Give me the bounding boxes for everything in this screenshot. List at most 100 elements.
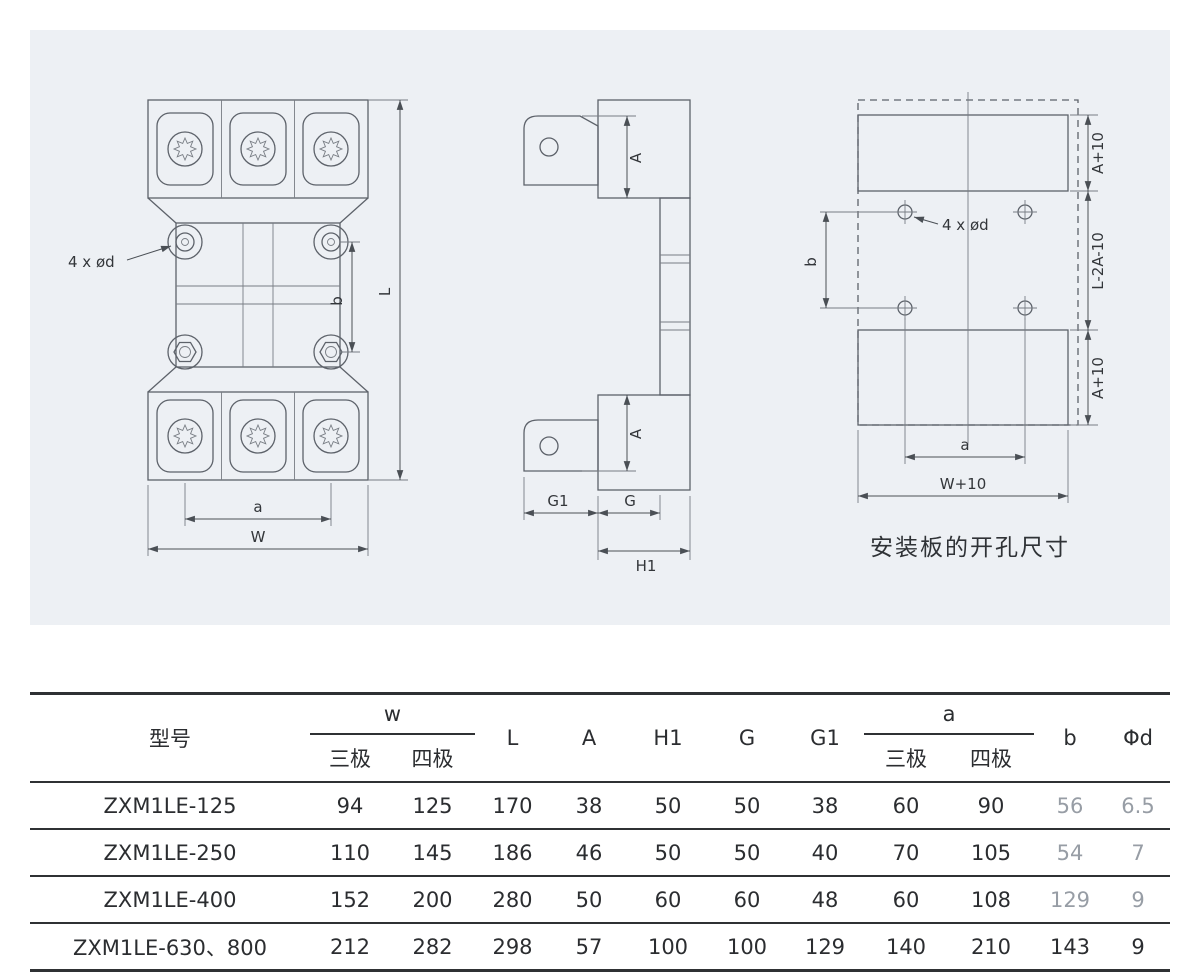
mount-dimensions: 4 x ød b A+10 L-2A-10 A+10 a [802,114,1107,503]
col-header-a-4pole: 四极 [948,734,1034,783]
front-view: 4 x ød b L a W [68,99,408,556]
front-dimensions: 4 x ød b L a W [68,99,408,556]
table-row: ZXM1LE-125 94 125 170 38 50 50 38 60 90 … [30,782,1170,830]
H1-cell: 50 [628,829,708,877]
L-cell: 298 [475,923,550,972]
front-top-terminal-block [147,99,369,199]
b-cell: 56 [1034,782,1106,830]
a-3pole-cell: 140 [864,923,948,972]
H1-cell: 60 [628,876,708,924]
H1-cell: 50 [628,782,708,830]
side-dimensions: A A G1 G H1 [523,115,691,575]
terminal-screw-icon [302,112,360,186]
mount-view: 4 x ød b A+10 L-2A-10 A+10 a [802,92,1107,561]
w-3pole-cell: 110 [310,829,390,877]
G1-cell: 48 [786,876,864,924]
side-dim-H1-label: H1 [636,557,657,575]
w-4pole-cell: 125 [390,782,475,830]
col-header-G: G [708,692,786,783]
col-header-A: A [550,692,628,783]
side-dim-A-bottom-label: A [627,428,645,439]
front-bottom-terminal-block [147,391,369,481]
terminal-screw-icon [229,112,287,186]
a-3pole-cell: 70 [864,829,948,877]
col-header-model: 型号 [30,692,310,783]
L-cell: 280 [475,876,550,924]
w-4pole-cell: 145 [390,829,475,877]
col-header-L: L [475,692,550,783]
front-dim-a-label: a [253,498,262,516]
hex-screw-icon [173,341,197,363]
A-cell: 50 [550,876,628,924]
A-cell: 46 [550,829,628,877]
mount-dim-L2A10-label: L-2A-10 [1089,232,1107,289]
col-header-w-3pole: 三极 [310,734,390,783]
phid-cell: 7 [1106,829,1170,877]
side-dim-G1-label: G1 [547,492,568,510]
mount-hole-count-label: 4 x ød [942,216,989,234]
spec-table-body: ZXM1LE-125 94 125 170 38 50 50 38 60 90 … [30,782,1170,972]
col-header-H1: H1 [628,692,708,783]
A-cell: 57 [550,923,628,972]
a-4pole-cell: 105 [948,829,1034,877]
w-3pole-cell: 94 [310,782,390,830]
col-header-w: w [310,692,475,735]
drawing-panel: 4 x ød b L a W [30,30,1170,625]
drill-hole-icon [892,295,918,321]
front-dim-W-label: W [251,528,266,546]
model-cell: ZXM1LE-125 [30,782,310,830]
phid-cell: 6.5 [1106,782,1170,830]
mount-outline [857,92,1079,445]
G1-cell: 40 [786,829,864,877]
G-cell: 50 [708,829,786,877]
table-row: ZXM1LE-400 152 200 280 50 60 60 48 60 10… [30,876,1170,924]
L-cell: 170 [475,782,550,830]
a-4pole-cell: 90 [948,782,1034,830]
model-cell: ZXM1LE-400 [30,876,310,924]
a-4pole-cell: 108 [948,876,1034,924]
col-header-a-3pole: 三极 [864,734,948,783]
front-body [147,197,369,393]
mount-dim-A10-bottom-label: A+10 [1089,357,1107,399]
b-cell: 54 [1034,829,1106,877]
side-dim-A-top-label: A [627,152,645,163]
w-3pole-cell: 212 [310,923,390,972]
front-dim-L-label: L [376,287,394,296]
mount-dim-b-label: b [802,257,820,267]
mount-view-caption: 安装板的开孔尺寸 [870,535,1070,561]
table-row: ZXM1LE-630、800 212 282 298 57 100 100 12… [30,923,1170,972]
terminal-screw-icon [156,399,214,473]
mount-dim-A10-top-label: A+10 [1089,132,1107,174]
terminal-screw-icon [302,399,360,473]
a-4pole-cell: 210 [948,923,1034,972]
spec-table: 型号 w L A H1 G G1 a b Φd 三极 四极 三极 四极 ZXM1… [30,692,1170,972]
front-dim-b-label: b [328,296,346,306]
col-header-G1: G1 [786,692,864,783]
model-cell: ZXM1LE-630、800 [30,923,310,972]
mount-dim-W10-label: W+10 [940,475,987,493]
mount-dim-a-label: a [960,436,969,454]
H1-cell: 100 [628,923,708,972]
col-header-a: a [864,692,1034,735]
L-cell: 186 [475,829,550,877]
a-3pole-cell: 60 [864,782,948,830]
b-cell: 143 [1034,923,1106,972]
table-row: ZXM1LE-250 110 145 186 46 50 50 40 70 10… [30,829,1170,877]
A-cell: 38 [550,782,628,830]
drill-hole-icon [1012,295,1038,321]
G-cell: 50 [708,782,786,830]
hex-screw-icon [319,341,343,363]
a-3pole-cell: 60 [864,876,948,924]
w-4pole-cell: 200 [390,876,475,924]
G-cell: 60 [708,876,786,924]
mounting-hole-icon [321,232,341,252]
terminal-screw-icon [156,112,214,186]
drill-hole-icon [1012,199,1038,225]
col-header-phid: Φd [1106,692,1170,783]
front-hole-count-label: 4 x ød [68,253,115,271]
G1-cell: 38 [786,782,864,830]
col-header-b: b [1034,692,1106,783]
b-cell: 129 [1034,876,1106,924]
mounting-hole-icon [175,232,195,252]
model-cell: ZXM1LE-250 [30,829,310,877]
